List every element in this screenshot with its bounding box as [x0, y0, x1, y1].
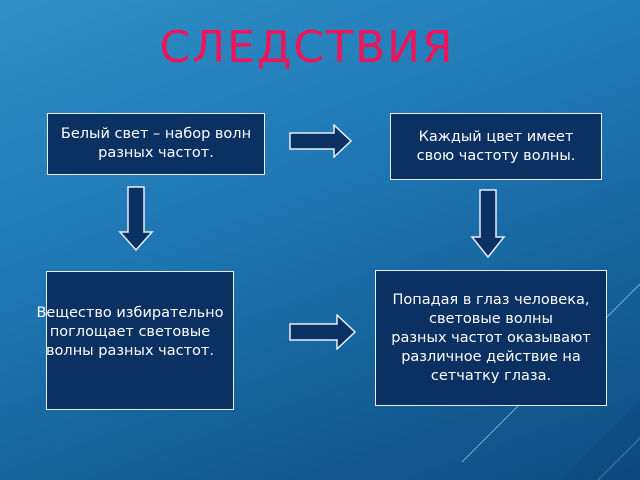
substance-box: Вещество избирательно поглощает световые… — [36, 271, 234, 410]
each-color-text: Каждый цвет имеет свою частоту волны. — [416, 128, 576, 164]
eye-effect-text: Попадая в глаз человека, световые волны … — [391, 291, 591, 384]
arrow-right-bottom-icon — [289, 314, 357, 350]
eye-effect-box: Попадая в глаз человека, световые волны … — [375, 270, 607, 406]
arrow-down-left-icon — [118, 186, 154, 252]
slide-title: СЛЕДСТВИЯ — [159, 22, 455, 73]
substance-text: Вещество избирательно поглощает световые… — [36, 305, 224, 359]
white-light-text: Белый свет – набор волн разных частот. — [60, 126, 252, 161]
arrow-right-top-icon — [289, 124, 353, 158]
white-light-box: Белый свет – набор волн разных частот. — [47, 113, 265, 175]
arrow-down-right-icon — [470, 189, 506, 259]
each-color-box: Каждый цвет имеет свою частоту волны. — [390, 113, 602, 180]
